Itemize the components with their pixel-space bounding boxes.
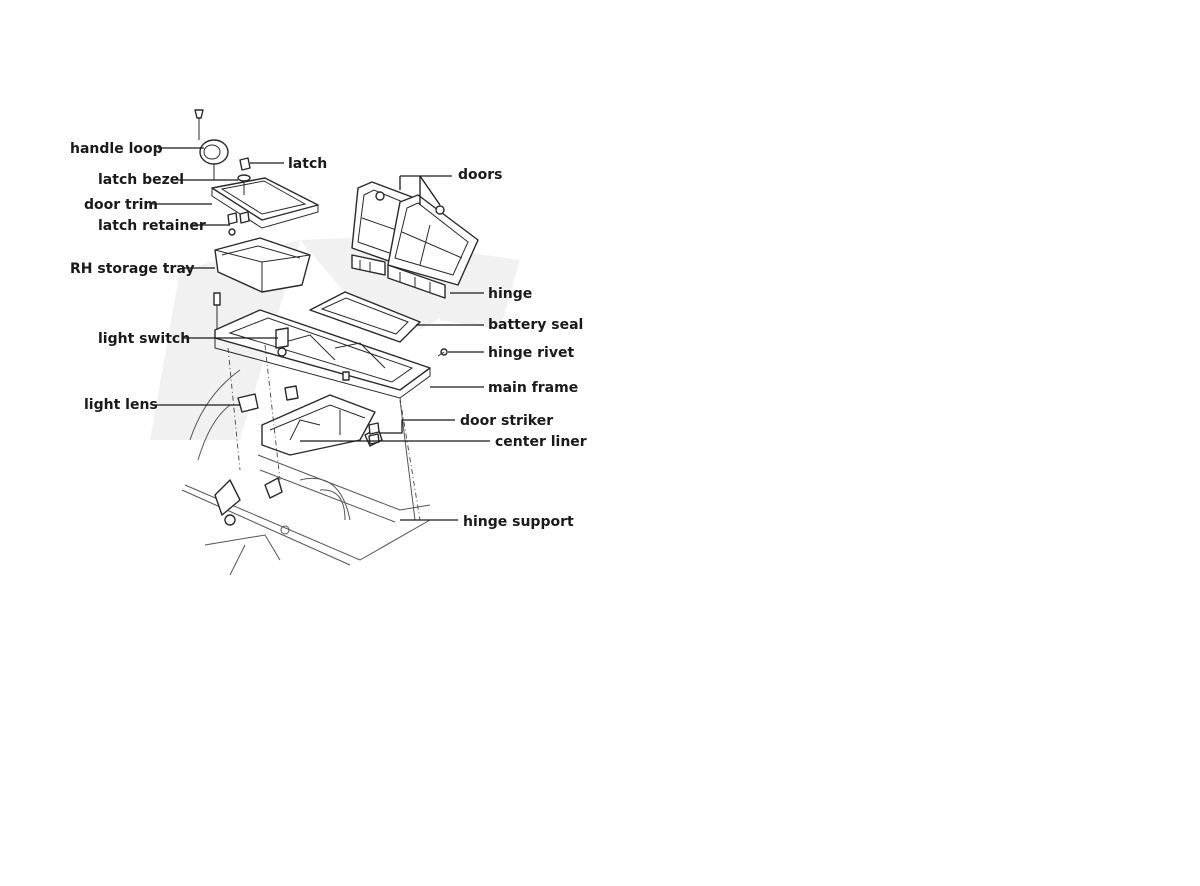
battery-seal-part [309, 291, 421, 343]
door-trim-part [211, 177, 319, 229]
center-liner-part [261, 394, 376, 456]
label-door-striker: door striker [460, 413, 553, 429]
latch-part [237, 157, 251, 195]
latch-retainer-part [227, 211, 250, 236]
label-rh-storage-tray: RH storage tray [70, 261, 195, 277]
label-hinge: hinge [488, 286, 532, 302]
doors-part [351, 181, 479, 286]
label-latch: latch [288, 156, 327, 172]
label-light-switch: light switch [98, 331, 190, 347]
label-center-liner: center liner [495, 434, 587, 450]
label-hinge-support: hinge support [463, 514, 574, 530]
light-lens-part [237, 385, 299, 413]
vehicle-body-outline [181, 369, 431, 576]
label-latch-bezel: latch bezel [98, 172, 184, 188]
leader-lines [152, 147, 490, 521]
screws [194, 109, 350, 381]
label-door-trim: door trim [84, 197, 158, 213]
label-handle-loop: handle loop [70, 141, 163, 157]
label-latch-retainer: latch retainer [98, 218, 206, 234]
label-battery-seal: battery seal [488, 317, 583, 333]
label-doors: doors [458, 167, 503, 183]
label-hinge-rivet: hinge rivet [488, 345, 574, 361]
handle-loop-part [199, 139, 229, 180]
main-frame-part [214, 309, 431, 521]
label-main-frame: main frame [488, 380, 578, 396]
rh-storage-tray-part [214, 237, 311, 293]
hinge-rivet-part [437, 348, 448, 357]
light-switch-part [275, 327, 289, 357]
hinge-part [351, 254, 446, 299]
label-light-lens: light lens [84, 397, 158, 413]
